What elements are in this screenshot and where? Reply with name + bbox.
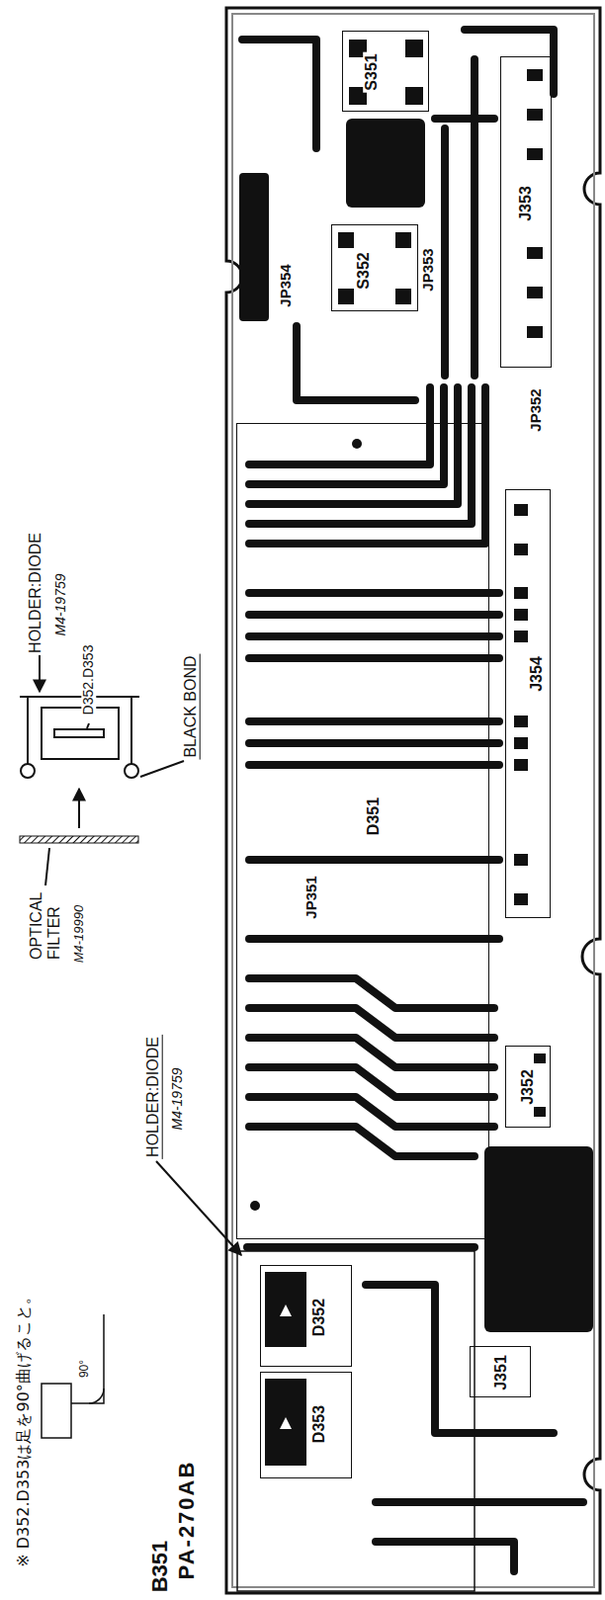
component-outline: D351 (236, 423, 490, 1240)
component-outline: J351 (469, 1346, 531, 1398)
component-outline: D353 (259, 1372, 352, 1479)
note-text: 90° (78, 1358, 91, 1381)
bend-sketch (41, 1314, 104, 1439)
component-outline: S351 (342, 30, 430, 112)
reference-designator: J354 (527, 654, 546, 694)
component-outline: D352 (259, 1265, 352, 1368)
note-text: OPTICAL FILTER (27, 886, 63, 962)
note-text: HOLDER:DIODE (26, 530, 45, 656)
reference-designator: D352 (310, 1296, 329, 1339)
reference-designator: D353 (310, 1403, 329, 1446)
reference-designator: S352 (354, 250, 373, 291)
diode-pads (264, 1272, 307, 1467)
connector-pads (250, 69, 546, 1211)
board-inner-border (232, 13, 595, 1588)
reference-designator: J351 (492, 1353, 511, 1393)
note-text: M4-19990 (72, 903, 87, 966)
note-text: HOLDER:DIODE (144, 1035, 164, 1160)
copper-areas (239, 39, 594, 1333)
reference-designator: J353 (517, 183, 535, 224)
reference-designator: S351 (362, 51, 381, 92)
note-text: M4-19759 (170, 1065, 185, 1132)
copper-traces (242, 29, 584, 1572)
component-outline: J353 (500, 56, 552, 368)
jumper-label: JP351 (303, 873, 321, 921)
component-outline: S352 (331, 224, 419, 312)
holder-outline (237, 1251, 475, 1592)
jumper-label: JP354 (277, 261, 295, 309)
jumper-label: JP352 (527, 386, 545, 433)
note-text: BLACK BOND (181, 653, 201, 760)
jumper-label: JP353 (420, 246, 437, 293)
note-text: D352.D353 (81, 643, 96, 718)
note-text: B351 (148, 1539, 173, 1596)
component-outline: J354 (505, 489, 551, 919)
holder-drawing (19, 654, 242, 1256)
component-outline: J352 (505, 1045, 551, 1128)
note-text: ※ D352.D353は足を90°曲げること。 (14, 1287, 33, 1570)
reference-designator: D351 (364, 795, 383, 838)
note-text: PA-270AB (174, 1459, 199, 1583)
note-text: M4-19759 (53, 571, 69, 638)
reference-designator: J352 (518, 1067, 537, 1108)
board-outline (226, 7, 601, 1594)
